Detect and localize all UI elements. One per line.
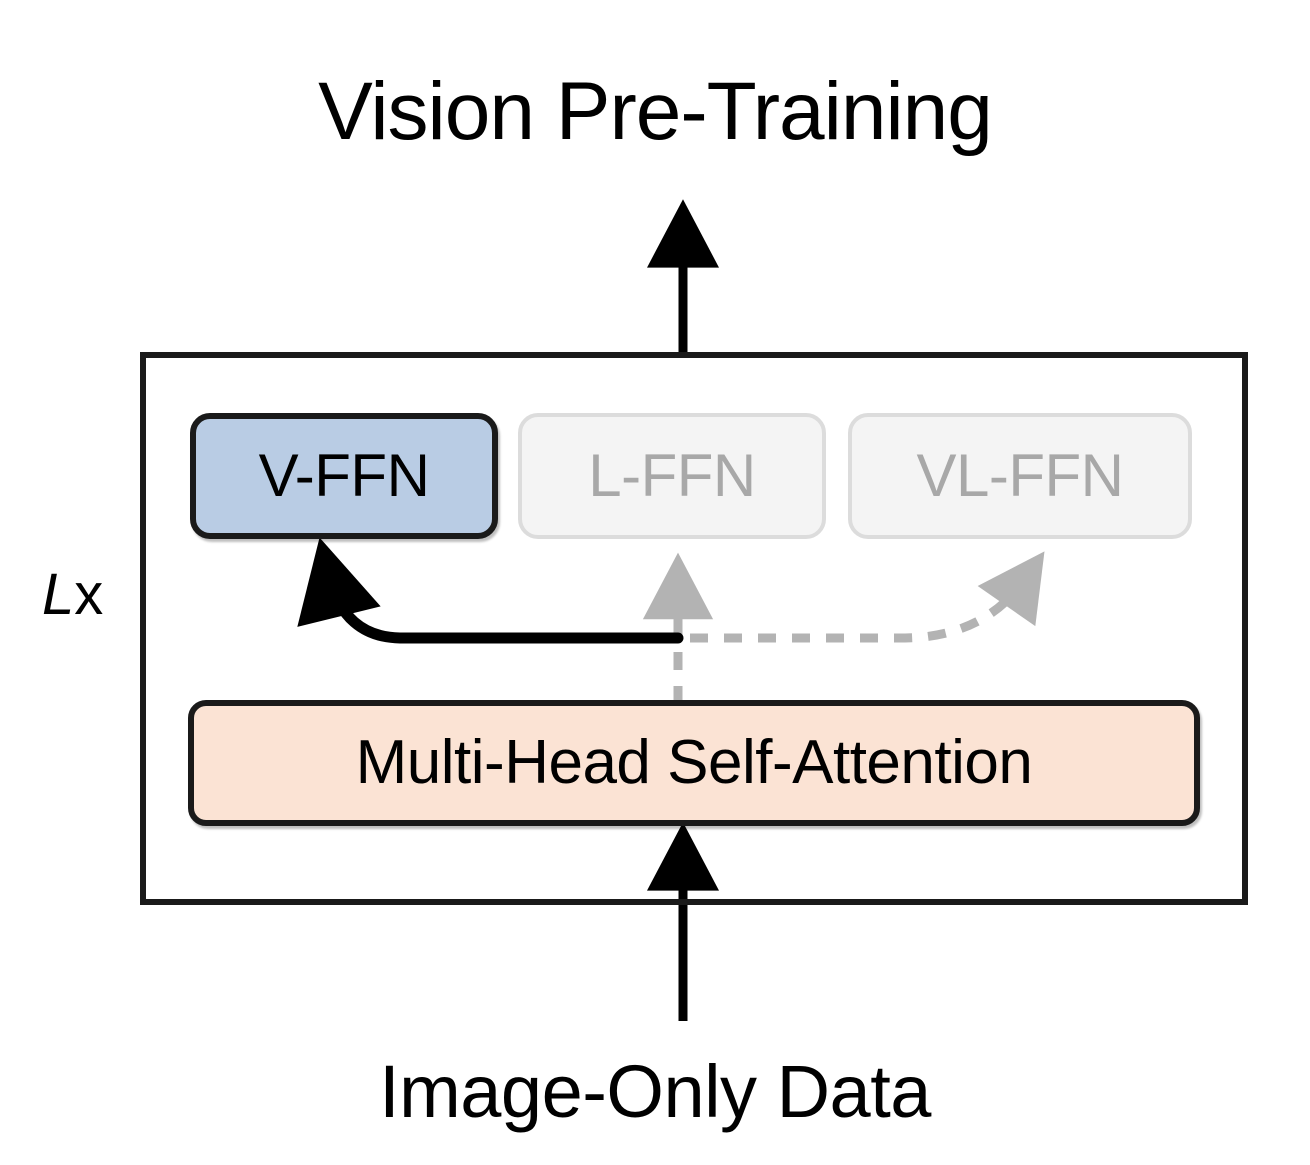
- page-title: Vision Pre-Training: [318, 66, 993, 157]
- vision-ffn-box[interactable]: V-FFN: [190, 413, 498, 539]
- vision-ffn-label: V-FFN: [258, 442, 430, 509]
- input-data-label: Image-Only Data: [379, 1050, 931, 1133]
- layer-repeat-suffix: x: [74, 562, 104, 627]
- language-ffn-box[interactable]: L-FFN: [518, 413, 826, 539]
- multi-head-self-attention-box[interactable]: Multi-Head Self-Attention: [188, 700, 1200, 826]
- multi-head-self-attention-label: Multi-Head Self-Attention: [355, 728, 1033, 797]
- layer-repeat-label: Lx: [42, 560, 103, 630]
- language-ffn-label: L-FFN: [588, 442, 756, 509]
- vision-language-ffn-box[interactable]: VL-FFN: [848, 413, 1192, 539]
- layer-repeat-symbol: L: [42, 562, 75, 627]
- vision-language-ffn-label: VL-FFN: [916, 442, 1125, 509]
- transformer-block-container: [140, 352, 1248, 905]
